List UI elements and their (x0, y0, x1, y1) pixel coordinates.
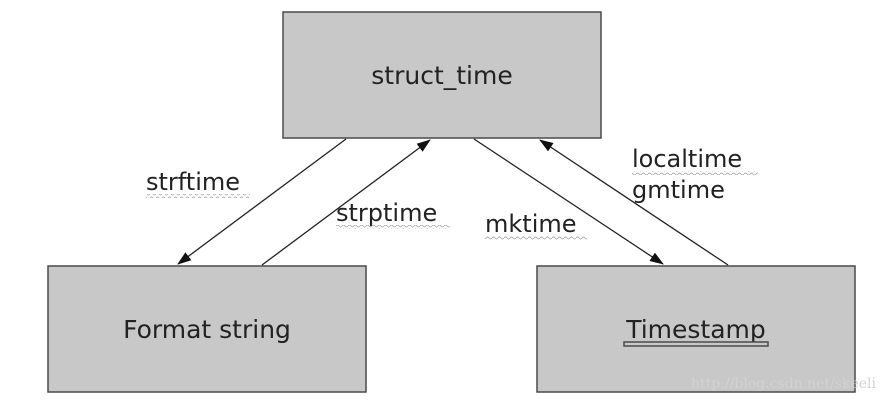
edge-localtime-gmtime-arrow (539, 139, 729, 266)
edge-strptime-arrow (261, 139, 431, 266)
node-format-string: Format string (47, 265, 367, 393)
spellcheck-underline (336, 225, 450, 229)
edge-mktime-arrow (473, 138, 664, 265)
spellcheck-underline (623, 341, 769, 347)
node-timestamp: Timestamp (536, 265, 856, 393)
edge-label-mktime: mktime (485, 210, 577, 238)
edge-label-gmtime: gmtime (632, 176, 725, 204)
watermark: http://blog.csdn.net/skeeli (691, 376, 876, 392)
spellcheck-underline (632, 171, 758, 175)
edge-label-localtime: localtime (632, 145, 742, 173)
spellcheck-underline (146, 194, 250, 198)
node-format-string-label: Format string (123, 315, 291, 344)
edge-label-strftime-group: strftime (146, 168, 250, 198)
spellcheck-underline (485, 236, 587, 240)
node-struct-time-label: struct_time (371, 61, 512, 90)
edge-label-strptime: strptime (336, 199, 437, 227)
edge-label-strftime: strftime (146, 168, 240, 196)
node-struct-time: struct_time (282, 11, 602, 139)
edge-label-mktime-group: mktime (485, 210, 587, 240)
edge-label-strptime-group: strptime (336, 199, 450, 229)
node-timestamp-label: Timestamp (625, 315, 766, 344)
edge-label-localtime-group: localtime gmtime (632, 145, 758, 204)
edge-strftime-arrow (177, 138, 347, 265)
